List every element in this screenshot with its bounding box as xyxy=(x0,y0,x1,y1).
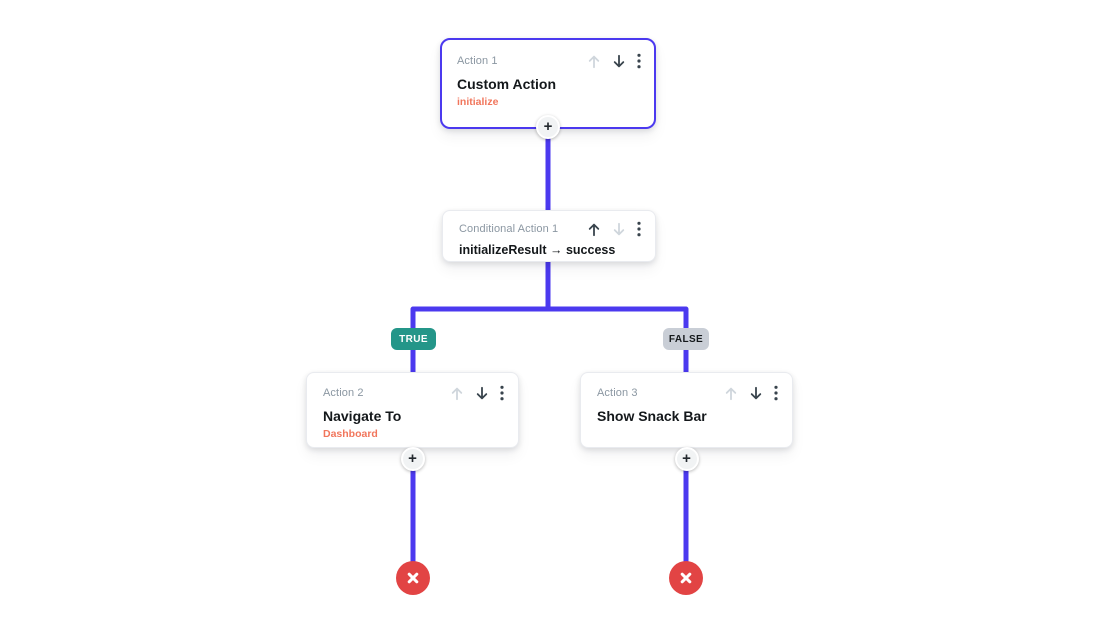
node-actions xyxy=(450,385,504,401)
node-subtitle: initialize xyxy=(457,96,499,108)
node-header: Action 1 xyxy=(457,53,641,69)
add-action-button[interactable]: + xyxy=(536,115,560,139)
condition-expression: initializeResult → success xyxy=(459,243,616,257)
more-options-icon[interactable] xyxy=(637,53,641,69)
close-x-icon xyxy=(678,570,694,586)
node-order-label: Action 3 xyxy=(597,387,638,399)
node-actions xyxy=(724,385,778,401)
node-subtitle: Dashboard xyxy=(323,428,378,440)
node-title: Navigate To xyxy=(323,408,402,424)
node-actions xyxy=(587,53,641,69)
conditional-action-node[interactable]: Conditional Action 1 initializeResult → … xyxy=(442,210,656,262)
move-down-icon xyxy=(612,222,626,237)
false-branch-badge: FALSE xyxy=(663,328,709,350)
node-order-label: Conditional Action 1 xyxy=(459,223,559,235)
terminate-flow-button[interactable] xyxy=(669,561,703,595)
node-header: Action 3 xyxy=(597,385,778,401)
action-node-show-snack-bar[interactable]: Action 3 Show Snack Bar + xyxy=(580,372,793,471)
move-up-icon xyxy=(450,386,464,401)
node-header: Conditional Action 1 xyxy=(459,221,641,237)
move-up-icon xyxy=(587,54,601,69)
close-x-icon xyxy=(405,570,421,586)
more-options-icon[interactable] xyxy=(774,385,778,401)
more-options-icon[interactable] xyxy=(637,221,641,237)
move-up-icon[interactable] xyxy=(587,222,601,237)
terminate-flow-button[interactable] xyxy=(396,561,430,595)
true-branch-badge: TRUE xyxy=(391,328,436,350)
more-options-icon[interactable] xyxy=(500,385,504,401)
action-node-custom-action[interactable]: Action 1 Custom Action initialize + xyxy=(440,38,656,139)
node-order-label: Action 2 xyxy=(323,387,364,399)
node-title: Custom Action xyxy=(457,76,557,92)
move-down-icon[interactable] xyxy=(612,54,626,69)
add-action-button[interactable]: + xyxy=(400,447,425,471)
node-title: Show Snack Bar xyxy=(597,408,707,424)
add-action-button[interactable]: + xyxy=(674,447,699,471)
connector-branch-split xyxy=(410,306,689,372)
node-order-label: Action 1 xyxy=(457,55,498,67)
move-up-icon xyxy=(724,386,738,401)
node-actions xyxy=(587,221,641,237)
node-header: Action 2 xyxy=(323,385,504,401)
move-down-icon[interactable] xyxy=(475,386,489,401)
move-down-icon[interactable] xyxy=(749,386,763,401)
action-node-navigate-to[interactable]: Action 2 Navigate To Dashboard + xyxy=(306,372,519,471)
